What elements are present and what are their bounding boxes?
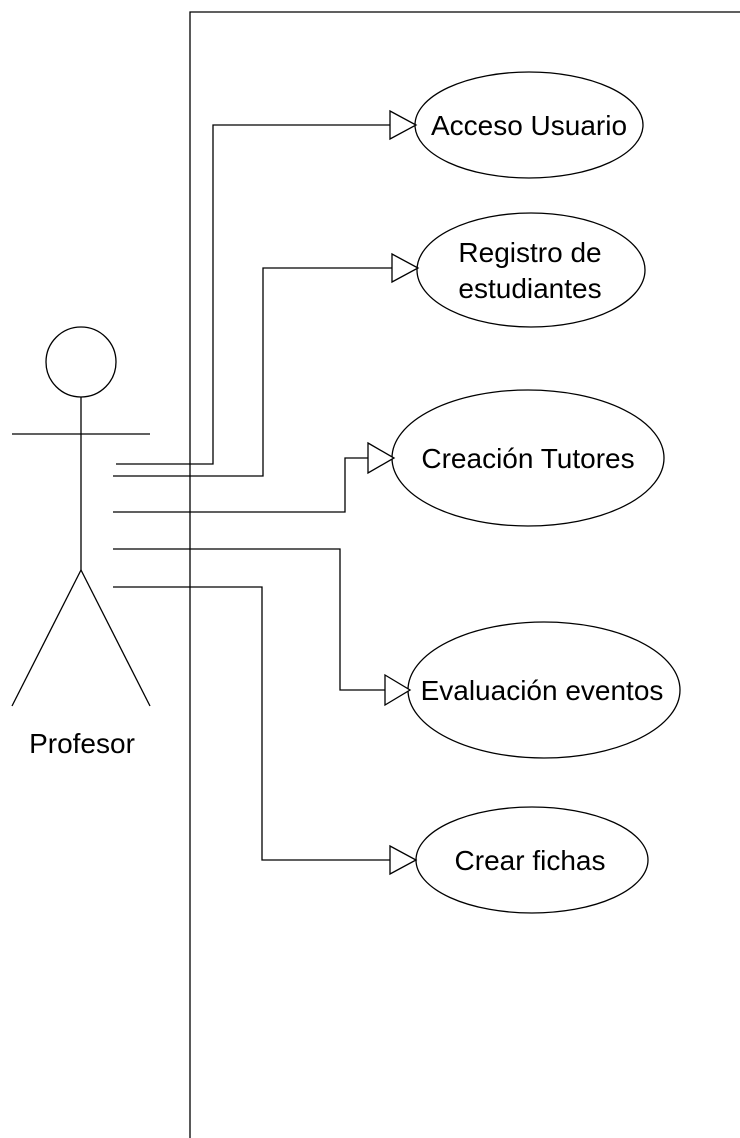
actor-profesor: Profesor	[11, 326, 151, 759]
use-case-creacion-tutores[interactable]: Creación Tutores	[367, 389, 665, 527]
actor-label: Profesor	[29, 728, 135, 759]
connectors	[113, 124, 392, 861]
use-case-ellipse[interactable]	[416, 212, 646, 328]
use-case-registro-estudiantes[interactable]: Registro de estudiantes	[391, 212, 646, 328]
use-case-crear-fichas[interactable]: Crear fichas	[389, 806, 649, 914]
use-case-evaluacion-eventos[interactable]: Evaluación eventos	[384, 621, 681, 759]
arrowhead-icon	[391, 252, 420, 284]
connector-evaluacion-eventos	[113, 548, 385, 691]
use-case-label: estudiantes	[458, 273, 601, 304]
actor-right-leg	[80, 569, 151, 707]
system-boundary	[189, 11, 740, 1138]
use-case-acceso-usuario[interactable]: Acceso Usuario	[389, 71, 644, 179]
actor-head	[45, 326, 117, 398]
arrowhead-icon	[384, 673, 412, 707]
arrowhead-icon	[367, 441, 396, 475]
actor-left-leg	[11, 569, 82, 707]
arrowhead-icon	[389, 844, 418, 876]
connector-acceso-usuario	[116, 124, 390, 465]
use-case-label: Crear fichas	[455, 845, 606, 876]
connector-registro-estudiantes	[113, 267, 392, 477]
use-case-label: Evaluación eventos	[421, 675, 664, 706]
use-case-label: Creación Tutores	[421, 443, 634, 474]
arrowhead-icon	[389, 109, 418, 141]
use-case-label: Acceso Usuario	[431, 110, 627, 141]
use-case-label: Registro de	[458, 237, 601, 268]
connector-crear-fichas	[113, 586, 390, 861]
connector-creacion-tutores	[113, 457, 368, 513]
